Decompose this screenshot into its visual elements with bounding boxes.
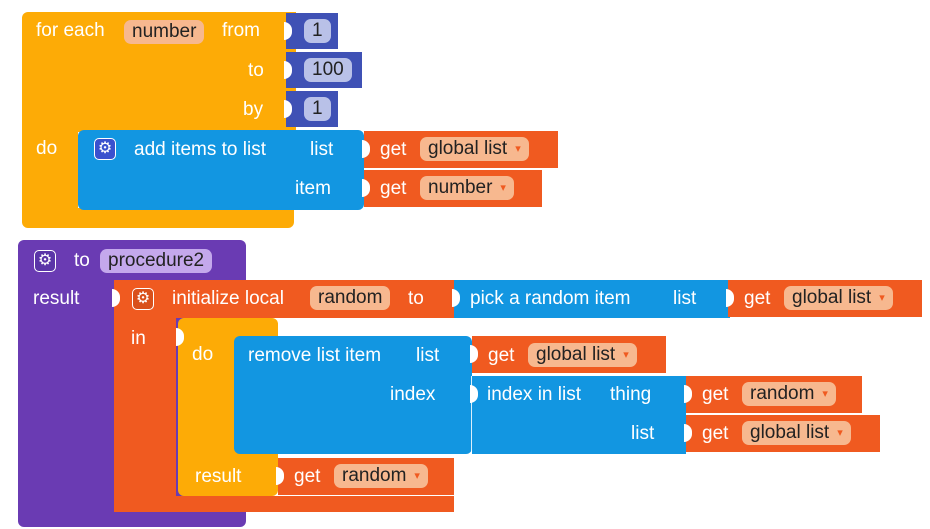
- get-label: get: [702, 423, 729, 444]
- remove-index-label: index: [390, 384, 436, 405]
- variable-name: random: [750, 383, 815, 405]
- procedure-result-label: result: [33, 288, 80, 309]
- variable-dropdown[interactable]: random ▾: [334, 464, 428, 488]
- variable-name: global list: [750, 422, 830, 444]
- socket-notch: [112, 289, 120, 307]
- variable-name: number: [428, 177, 493, 199]
- get-label: get: [380, 139, 407, 160]
- add-items-label: add items to list: [134, 139, 266, 160]
- to-socket-notch: [284, 61, 292, 79]
- dropdown-arrow-icon: ▾: [623, 349, 629, 361]
- by-value-field[interactable]: 1: [304, 97, 331, 121]
- socket-notch: [362, 179, 370, 197]
- from-socket-notch: [284, 22, 292, 40]
- initialize-local-bottom: [114, 496, 454, 512]
- socket-notch: [276, 467, 284, 485]
- from-label: from: [222, 20, 260, 41]
- socket-notch: [362, 140, 370, 158]
- for-each-label: for each: [36, 20, 105, 41]
- dropdown-arrow-icon: ▾: [879, 292, 885, 304]
- variable-name: random: [342, 465, 407, 487]
- local-variable-field[interactable]: random: [310, 286, 391, 310]
- dropdown-arrow-icon: ▾: [414, 470, 420, 482]
- variable-dropdown[interactable]: global list ▾: [528, 343, 637, 367]
- variable-dropdown[interactable]: number ▾: [420, 176, 514, 200]
- get-label: get: [702, 384, 729, 405]
- by-label: by: [243, 99, 264, 120]
- procedure-gear-icon[interactable]: ⚙: [34, 250, 56, 272]
- socket-notch: [452, 289, 460, 307]
- for-each-block-left-arm: [22, 132, 78, 212]
- variable-name: global list: [536, 344, 616, 366]
- dropdown-arrow-icon: ▾: [822, 388, 828, 400]
- remove-list-item-block[interactable]: [234, 336, 472, 454]
- variable-dropdown[interactable]: global list ▾: [742, 421, 851, 445]
- variable-dropdown[interactable]: global list ▾: [784, 286, 893, 310]
- socket-notch: [726, 289, 734, 307]
- initialize-in-label: in: [131, 328, 146, 349]
- add-items-to-list-block[interactable]: [78, 130, 364, 210]
- pick-random-item-block[interactable]: [454, 280, 730, 318]
- socket-notch: [684, 385, 692, 403]
- variable-name: global list: [428, 138, 508, 160]
- remove-list-label: list: [416, 345, 440, 366]
- initialize-local-left-arm: [114, 318, 176, 512]
- do-result-label: result: [195, 466, 242, 487]
- socket-notch: [684, 424, 692, 442]
- initialize-local-block[interactable]: [114, 280, 454, 318]
- mutator-gear-icon[interactable]: ⚙: [94, 138, 116, 160]
- socket-notch: [176, 328, 184, 346]
- index-in-list-label: index in list: [487, 384, 581, 405]
- procedure-name-field[interactable]: procedure2: [100, 249, 213, 273]
- from-value-field[interactable]: 1: [304, 19, 331, 43]
- get-label: get: [488, 345, 515, 366]
- variable-dropdown[interactable]: global list ▾: [420, 137, 529, 161]
- mutator-gear-icon[interactable]: ⚙: [132, 288, 154, 310]
- variable-dropdown[interactable]: random ▾: [742, 382, 836, 406]
- for-each-block-bottom: [22, 208, 294, 228]
- thing-label: thing: [610, 384, 652, 405]
- dropdown-arrow-icon: ▾: [515, 143, 521, 155]
- initialize-to-label: to: [408, 288, 424, 309]
- index-list-label: list: [631, 423, 655, 444]
- initialize-local-label: initialize local: [172, 288, 284, 309]
- procedure-to-label: to: [74, 250, 90, 271]
- get-label: get: [744, 288, 771, 309]
- dropdown-arrow-icon: ▾: [500, 182, 506, 194]
- do-label: do: [36, 138, 58, 159]
- get-label: get: [294, 466, 321, 487]
- pick-random-list-label: list: [673, 288, 697, 309]
- pick-random-label: pick a random item: [470, 288, 631, 309]
- dropdown-arrow-icon: ▾: [837, 427, 843, 439]
- get-label: get: [380, 178, 407, 199]
- socket-notch: [470, 345, 478, 363]
- socket-notch: [470, 385, 478, 403]
- add-items-list-label: list: [310, 139, 334, 160]
- remove-list-item-label: remove list item: [248, 345, 382, 366]
- by-socket-notch: [284, 100, 292, 118]
- variable-name: global list: [792, 287, 872, 309]
- add-items-item-label: item: [295, 178, 331, 199]
- do-label: do: [192, 344, 214, 365]
- loop-variable-field[interactable]: number: [124, 20, 205, 44]
- block-divider: [471, 376, 472, 454]
- index-in-list-block[interactable]: [472, 376, 686, 454]
- to-label: to: [248, 60, 264, 81]
- to-value-field[interactable]: 100: [304, 58, 352, 82]
